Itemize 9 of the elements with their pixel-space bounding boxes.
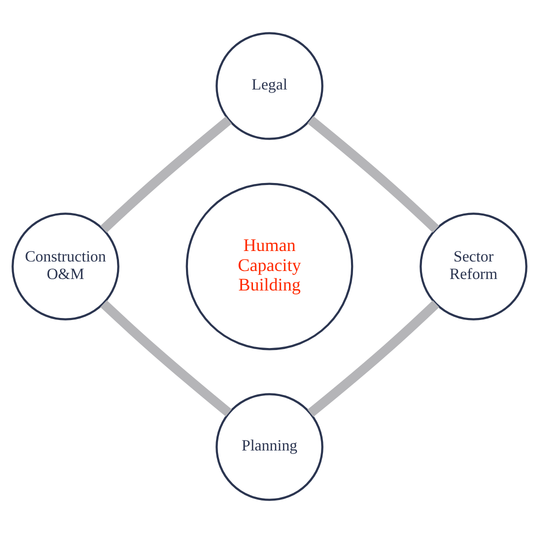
node-circle: Legal [216,32,324,140]
connector [307,300,440,417]
connector [307,116,440,233]
node-circle: Sector Reform [420,212,528,320]
node-circle: Construction O&M [12,212,120,320]
connector [100,300,232,416]
node-circle: Human Capacity Building [186,182,354,350]
connector [100,116,232,233]
node-circle: Planning [216,393,324,501]
